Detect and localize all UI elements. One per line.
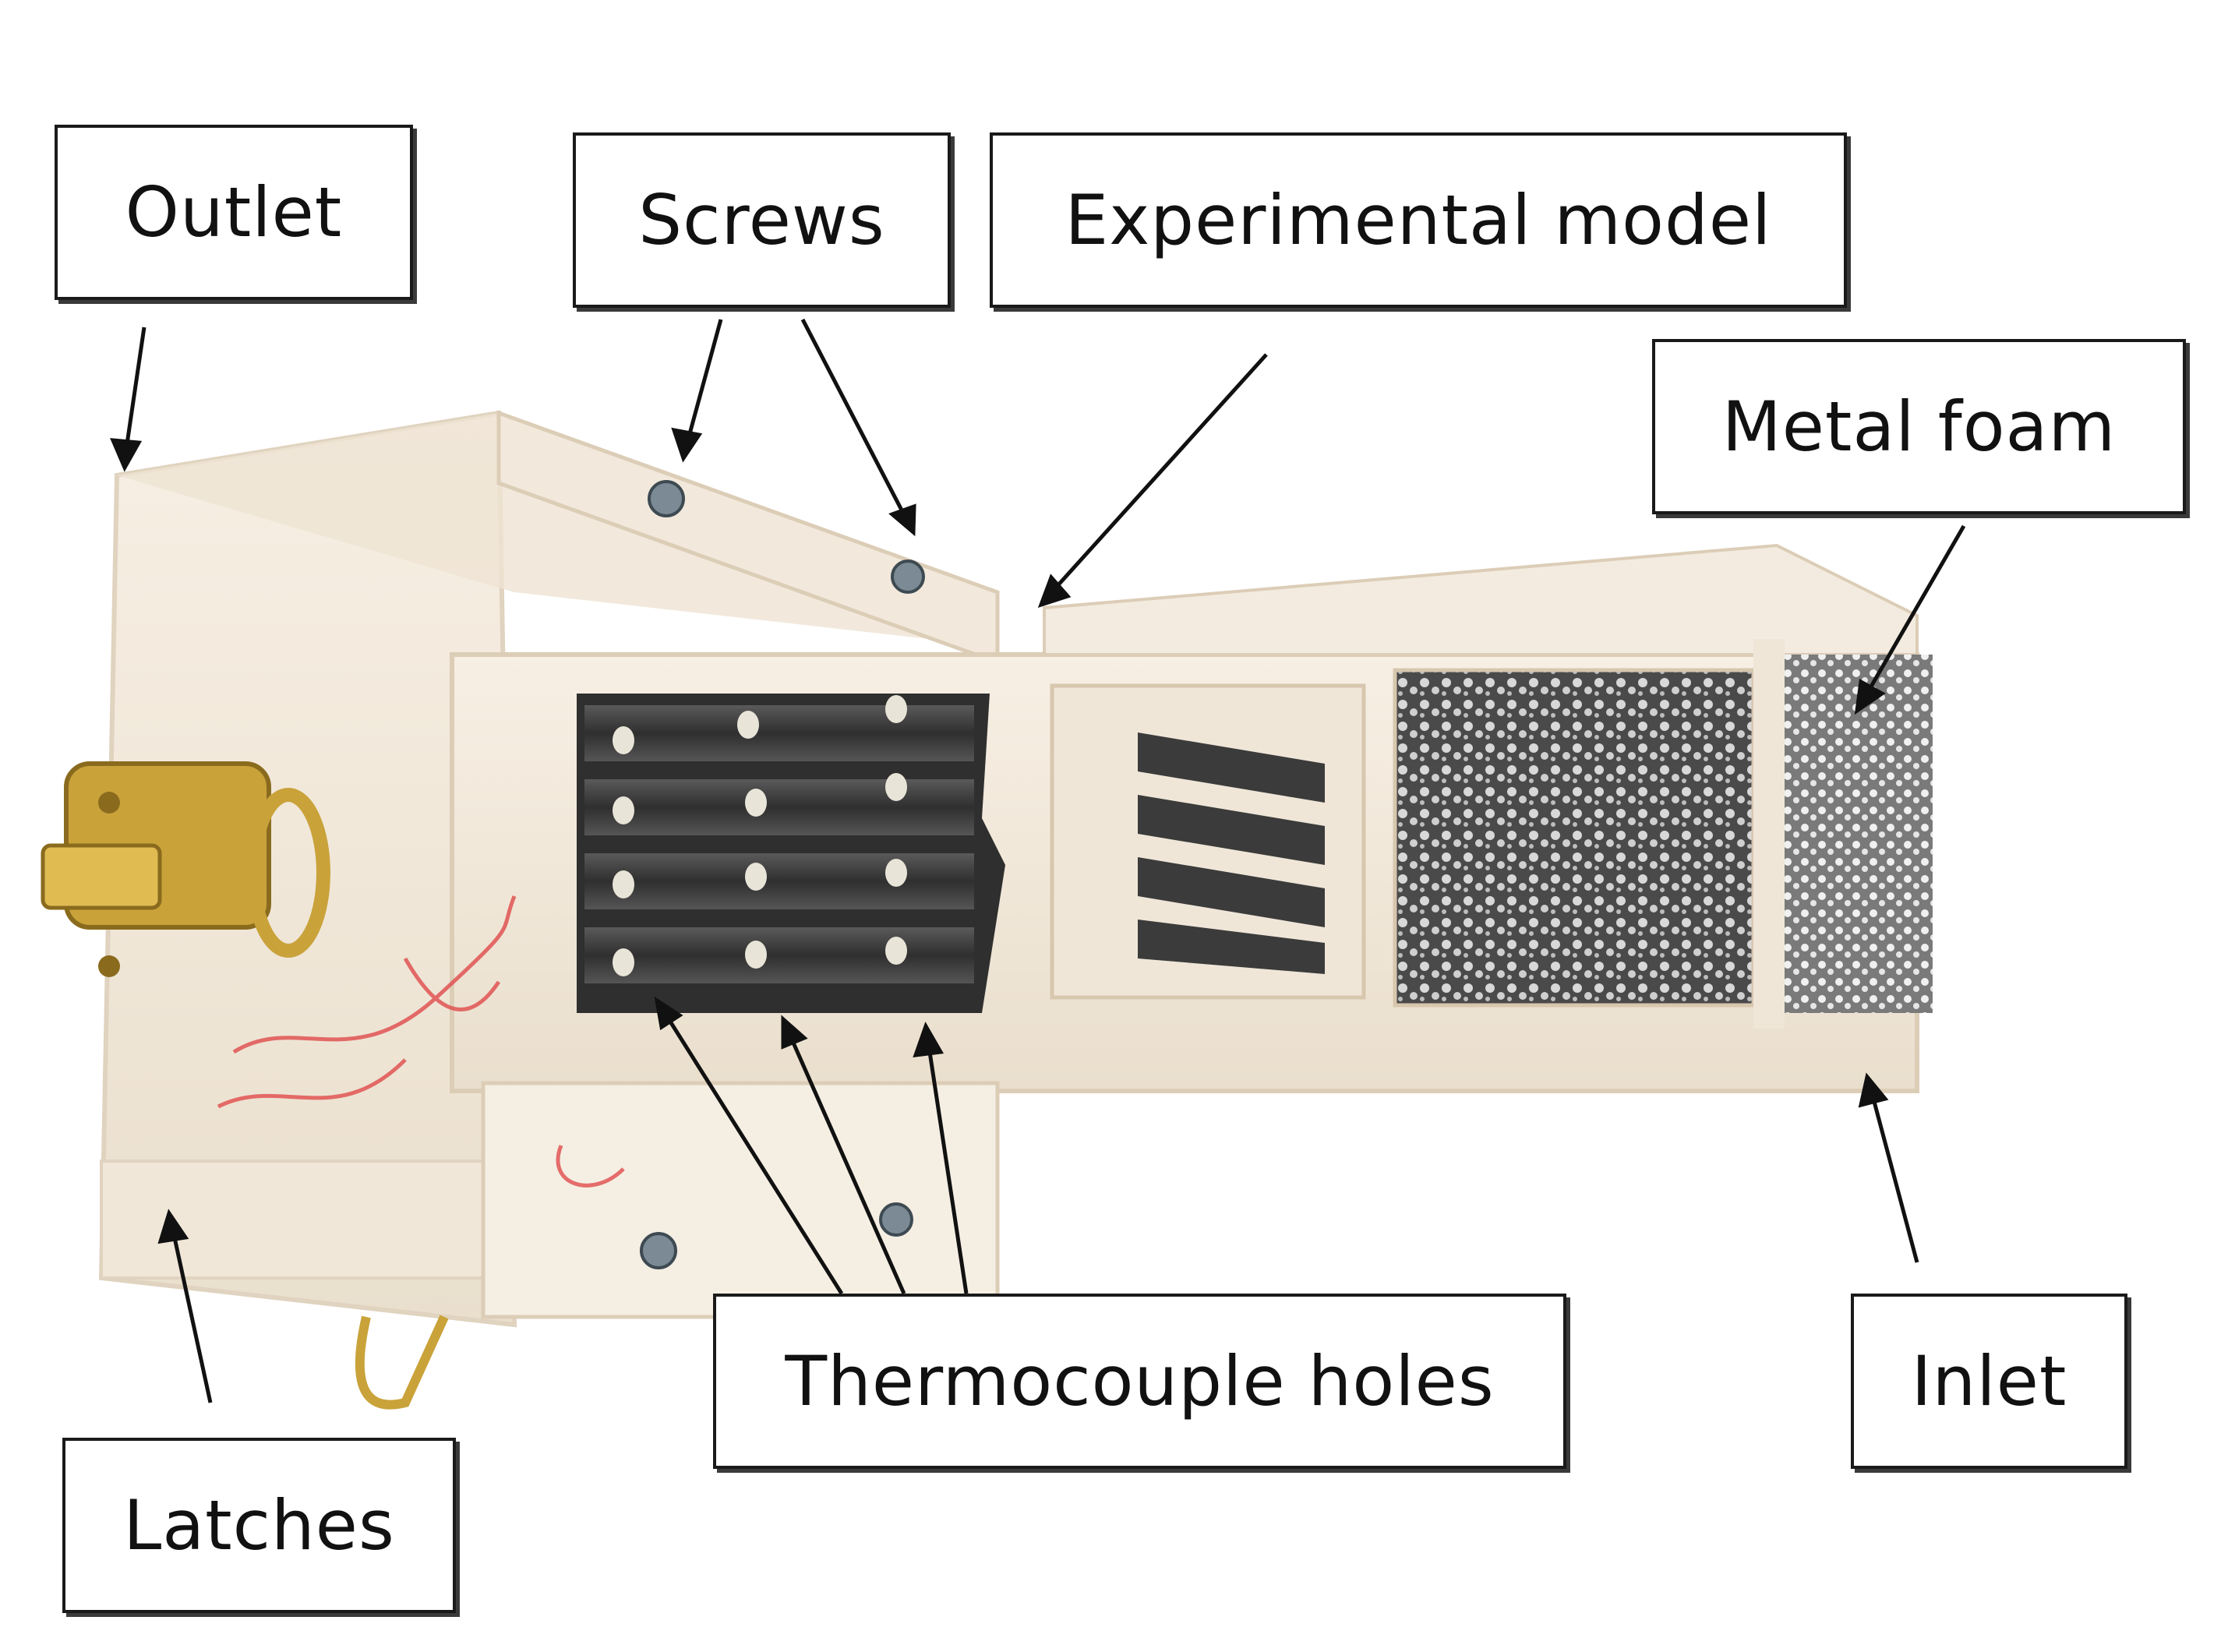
thermocouple-pins — [613, 695, 907, 976]
metal-foam-blocks — [1393, 639, 1933, 1029]
screws-label: Screws — [573, 132, 951, 308]
metal-foam-label: Metal foam — [1652, 339, 2186, 514]
thermocouple-holes-label: Thermocouple holes — [713, 1294, 1566, 1469]
latches-label: Latches — [62, 1438, 456, 1613]
finned-section — [577, 694, 1005, 1013]
outlet-block — [98, 410, 997, 1328]
annotation-arrows — [110, 318, 1966, 1403]
inlet-label: Inlet — [1851, 1294, 2127, 1469]
angled-fin-insert — [1050, 683, 1366, 1000]
latch-hardware — [41, 761, 449, 1410]
experimental-model-label: Experimental model — [990, 132, 1847, 308]
thermocouple-wires — [217, 895, 625, 1188]
screws — [640, 480, 925, 1269]
outlet-label: Outlet — [55, 125, 413, 300]
